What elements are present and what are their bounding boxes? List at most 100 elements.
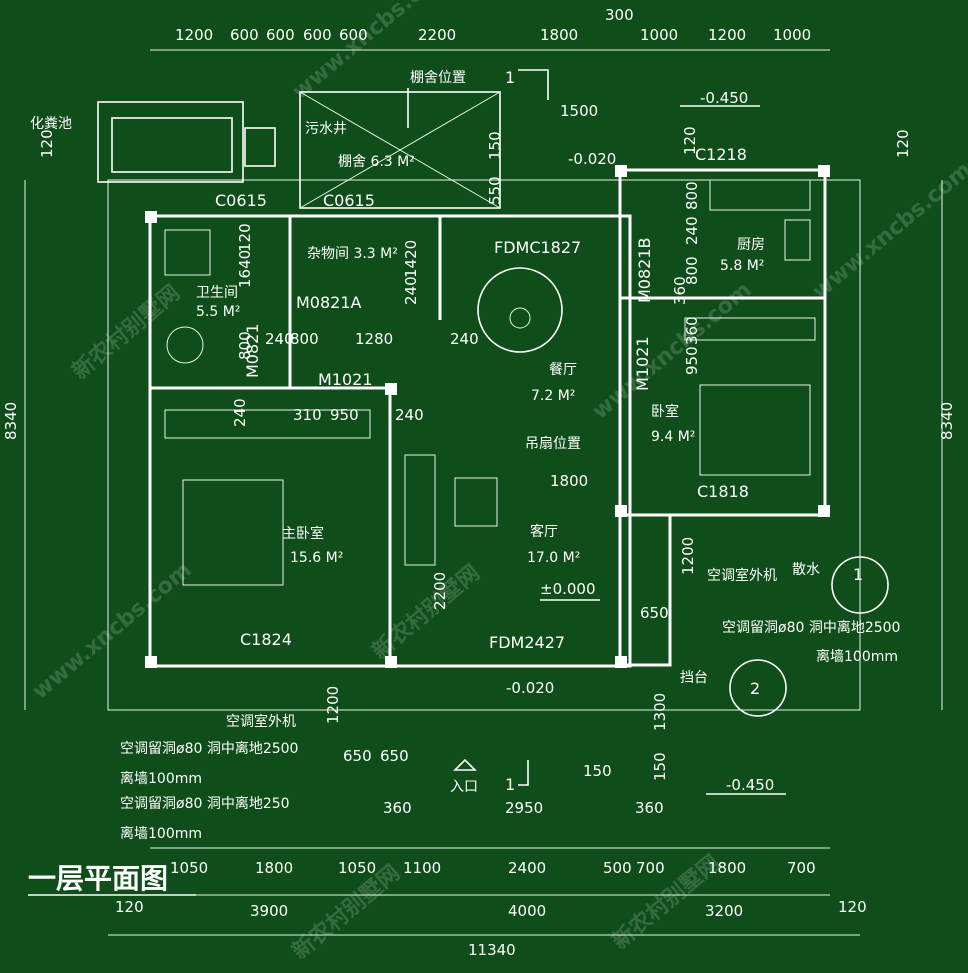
inner-dim: 2200 bbox=[431, 572, 449, 610]
watermark-text: www.xncbs.com bbox=[288, 0, 457, 105]
inner-dim: 360 bbox=[683, 316, 701, 345]
sofa bbox=[404, 454, 436, 566]
level-mark: -0.450 bbox=[726, 776, 774, 794]
shed-label: 棚舍 6.3 M² bbox=[338, 154, 415, 170]
code-c0615: C0615 bbox=[323, 191, 375, 210]
inner-dim: 800 bbox=[683, 181, 701, 210]
axis-markers: 1 2 bbox=[729, 556, 889, 717]
inner-dim: 120 bbox=[236, 223, 254, 252]
sewage-well bbox=[244, 127, 276, 167]
inner-dim: 1280 bbox=[355, 330, 393, 348]
column bbox=[615, 165, 627, 177]
bottom-dim: 700 bbox=[787, 859, 816, 877]
dining-table bbox=[477, 267, 563, 353]
inner-dim: 240 bbox=[231, 398, 249, 427]
building-outline bbox=[107, 165, 861, 711]
bedroom-label: 卧室 bbox=[651, 403, 679, 420]
inner-dim: 950 bbox=[683, 346, 701, 375]
drain-label: 散水 bbox=[792, 562, 820, 578]
top-dim: 600 bbox=[339, 26, 368, 44]
inner-dim: 120 bbox=[681, 126, 699, 155]
bottom-dim-row2: 3900 bbox=[250, 902, 288, 920]
inner-dim: 2950 bbox=[505, 799, 543, 817]
inner-dim: 240 bbox=[402, 276, 420, 305]
septic-label: 化粪池 bbox=[30, 116, 72, 132]
sewage-label: 污水井 bbox=[305, 121, 347, 137]
column bbox=[145, 211, 157, 223]
code-c1218: C1218 bbox=[695, 145, 747, 164]
section-cut-line bbox=[518, 69, 549, 100]
axis-bubble-1 bbox=[831, 556, 889, 614]
door-window-codes: C0615 C0615 C1218 FDMC1827 M0821A M0821B… bbox=[215, 145, 749, 652]
column bbox=[145, 656, 157, 668]
shed-outline bbox=[299, 91, 501, 209]
level-mark: -0.450 bbox=[700, 89, 748, 107]
ac-unit-label-2: 空调室外机 bbox=[226, 713, 296, 730]
inner-dim: 1500 bbox=[560, 102, 598, 120]
code-c1824: C1824 bbox=[240, 630, 292, 649]
code-fdm2427: FDM2427 bbox=[489, 633, 565, 652]
fan-label: 吊扇位置 bbox=[525, 436, 581, 452]
code-m1021: M1021 bbox=[318, 370, 373, 389]
fan-symbol bbox=[509, 307, 531, 329]
code-m0821a: M0821A bbox=[296, 293, 362, 312]
site-features bbox=[97, 88, 501, 209]
step-label: 挡台 bbox=[680, 670, 708, 686]
column bbox=[615, 505, 627, 517]
shed-pos-label: 棚舍位置 bbox=[410, 70, 466, 86]
inner-dim: 650 bbox=[640, 604, 669, 622]
left-total: 8340 bbox=[2, 402, 20, 440]
inner-dim: 360 bbox=[383, 799, 412, 817]
dining-area: 7.2 M² bbox=[531, 388, 575, 404]
axis-2-label: 2 bbox=[750, 679, 760, 698]
master-label: 主卧室 bbox=[282, 525, 324, 542]
inner-dim: 650 bbox=[380, 747, 409, 765]
kitchen-area: 5.8 M² bbox=[720, 258, 764, 274]
off-wall-label-3: 离墙100mm bbox=[120, 825, 202, 842]
top-dim: 1200 bbox=[175, 26, 213, 44]
master-bed bbox=[182, 479, 284, 586]
entry-label: 入口 bbox=[450, 779, 478, 795]
shower bbox=[164, 229, 211, 276]
living-area: 17.0 M² bbox=[527, 550, 580, 566]
fan-dim: 1800 bbox=[550, 472, 588, 490]
ac-hole-label-2: 空调留洞ø80 洞中离地2500 bbox=[120, 740, 298, 757]
storage-label: 杂物间 3.3 M² bbox=[307, 246, 398, 262]
inner-dim: 1200 bbox=[324, 686, 342, 724]
septic-tank-inner bbox=[111, 117, 233, 173]
inner-dim: 310 bbox=[293, 406, 322, 424]
bedroom-wardrobe bbox=[684, 317, 816, 341]
level-mark: ±0.000 bbox=[540, 580, 596, 598]
ac-hole-label-3: 空调留洞ø80 洞中离地250 bbox=[120, 795, 290, 812]
side-dimensions: 8340 8340 120 120 bbox=[2, 129, 956, 440]
level-mark: -0.020 bbox=[568, 150, 616, 168]
ac-unit-label: 空调室外机 bbox=[707, 567, 777, 584]
column bbox=[818, 505, 830, 517]
code-m1021: M1021 bbox=[633, 336, 652, 391]
section-mark: 1 bbox=[505, 68, 515, 87]
inner-dim: 240 bbox=[265, 330, 294, 348]
column bbox=[385, 656, 397, 668]
kitchen-label: 厨房 bbox=[737, 237, 765, 253]
bottom-dimensions: 1050 1800 1050 1100 2400 500 700 1800 70… bbox=[115, 859, 867, 959]
total-width: 11340 bbox=[468, 941, 516, 959]
bottom-dim: 1050 bbox=[338, 859, 376, 877]
off-wall-label-2: 离墙100mm bbox=[120, 770, 202, 787]
inner-dim: 1420 bbox=[402, 240, 420, 278]
bath-label: 卫生间 bbox=[196, 285, 238, 301]
top-dim: 600 bbox=[230, 26, 259, 44]
top-dim: 600 bbox=[303, 26, 332, 44]
axis-1-label: 1 bbox=[853, 565, 863, 584]
bottom-dim-row2: 4000 bbox=[508, 902, 546, 920]
room-labels: 化粪池 污水井 棚舍位置 棚舍 6.3 M² 杂物间 3.3 M² 卫生间 5.… bbox=[30, 70, 900, 842]
stove bbox=[784, 219, 811, 261]
inner-dim: 1300 bbox=[651, 693, 669, 731]
inner-dim: 240 bbox=[683, 216, 701, 245]
section-cut-line bbox=[518, 760, 529, 786]
dining-label: 餐厅 bbox=[549, 362, 577, 378]
bedroom-area: 9.4 M² bbox=[651, 429, 695, 445]
bottom-dim-row2: 3200 bbox=[705, 902, 743, 920]
ac-niche bbox=[618, 513, 672, 667]
